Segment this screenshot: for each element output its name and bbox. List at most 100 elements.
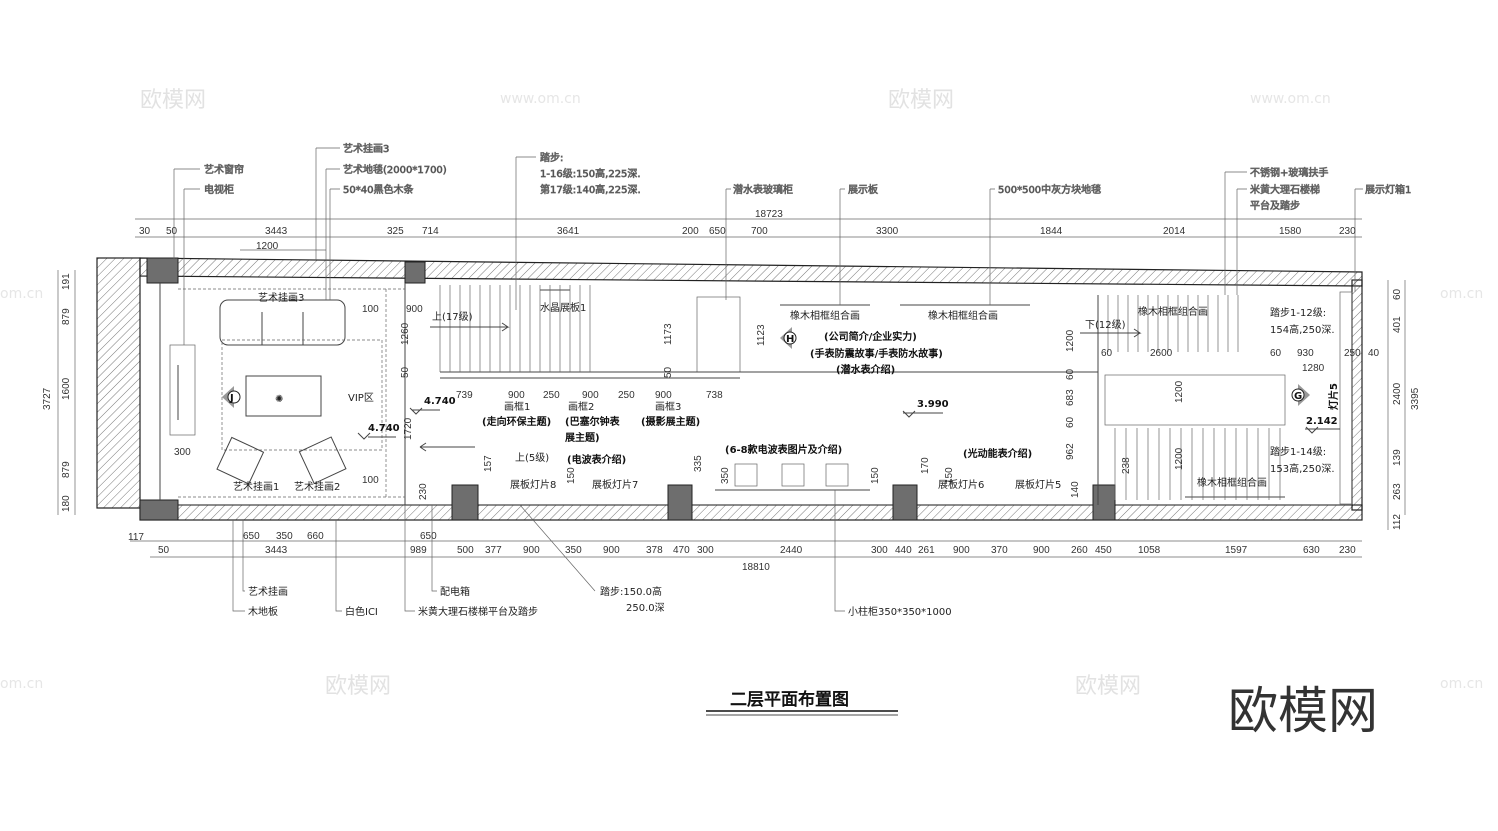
dim-label: 900: [603, 545, 620, 556]
marker-j: J: [229, 393, 234, 404]
annotation: 踏步:150.0高: [600, 585, 662, 598]
light-box: [1339, 291, 1353, 505]
dim-label: 714: [422, 226, 439, 237]
dim-label: 660: [307, 531, 324, 542]
elevation-label: 4.740: [368, 423, 400, 434]
dim-label: 60: [1101, 348, 1113, 359]
dim-label: 260: [1071, 545, 1088, 556]
elevation-label: 3.990: [917, 399, 949, 410]
annotations-bottom: 艺术挂画 木地板 白色ICI 配电箱 米黄大理石楼梯平台及踏步 踏步:150.0…: [232, 490, 952, 618]
armchair: [298, 436, 347, 485]
dim-label: 1058: [1138, 545, 1161, 556]
dim-label: 50: [166, 226, 178, 237]
dim-label: 230: [418, 483, 429, 500]
dim-label: 1200: [1174, 447, 1185, 470]
annotation: 小柱柜350*350*1000: [848, 605, 952, 618]
dim-label: 139: [1392, 449, 1403, 466]
room-label: 灯片5: [1327, 383, 1340, 410]
watermarks: 欧模网 www.om.cn 欧模网 www.om.cn om.cn om.cn …: [0, 88, 1483, 740]
marker-h: H: [786, 334, 794, 345]
top-wall: [139, 257, 1363, 287]
dim-label: 1280: [1302, 363, 1325, 374]
bottom-wall: [139, 504, 1363, 521]
dim-label: 335: [693, 455, 704, 472]
dim-label: 3300: [876, 226, 899, 237]
dim-label: 350: [720, 467, 731, 484]
dim-label: 450: [1095, 545, 1112, 556]
annotation: 米黄大理石楼梯平台及踏步: [418, 605, 538, 618]
dim-label: 650: [709, 226, 726, 237]
room-label: 画框3: [655, 400, 681, 413]
stair-up-label: 上(5级): [515, 452, 549, 464]
dim-total-bottom: 18810: [742, 562, 770, 573]
dim-label: 350: [276, 531, 293, 542]
elevation-label: 4.740: [424, 396, 456, 407]
art-carpet: [221, 339, 383, 451]
dim-label: 2600: [1150, 348, 1173, 359]
dim-label: 440: [895, 545, 912, 556]
dim-label: 40: [1368, 348, 1380, 359]
room-label: 画框1: [504, 400, 530, 413]
level-marks: 4.740 4.740 3.990 2.142: [357, 396, 1340, 440]
annotation: 木地板: [248, 605, 278, 618]
dim-label: 60: [1270, 348, 1282, 359]
watermark-site: om.cn: [1440, 286, 1483, 302]
annotation: 米黄大理石楼梯: [1250, 183, 1320, 196]
dim-label: 630: [1303, 545, 1320, 556]
watermark-site: om.cn: [1440, 676, 1483, 692]
dim-label: 1200: [1065, 329, 1076, 352]
dim-label: 150: [566, 467, 577, 484]
watermark-logo: 欧模网: [140, 88, 206, 113]
room-label: (巴塞尔钟表: [565, 415, 621, 428]
room-label: 艺术挂画3: [258, 291, 304, 304]
dim-label: 191: [61, 273, 72, 290]
dim-label: 900: [406, 304, 423, 315]
annotation: 250.0深: [626, 602, 665, 614]
room-label: (走向环保主题): [482, 415, 551, 428]
left-wall: [96, 257, 141, 509]
dim-label: 117: [128, 532, 144, 543]
dim-label: 650: [420, 531, 437, 542]
elevation-markers: J H G: [222, 327, 1310, 408]
dim-label: 1597: [1225, 545, 1248, 556]
dim-label: 900: [953, 545, 970, 556]
display-cabinet: [781, 463, 805, 487]
dim-label: 100: [362, 475, 379, 486]
dim-label: 250: [543, 390, 560, 401]
dim-label: 1260: [400, 322, 411, 345]
room-label: 踏步1-14级:: [1270, 445, 1326, 458]
dim-label: 200: [682, 226, 699, 237]
dim-label: 900: [582, 390, 599, 401]
dim-label: 50: [663, 366, 674, 378]
room-label: 154高,250深.: [1270, 323, 1335, 336]
dim-label: 180: [61, 495, 72, 512]
room-label: 展板灯片6: [938, 478, 984, 491]
dim-label: 989: [410, 545, 427, 556]
marker-g: G: [1294, 391, 1302, 402]
dim-label: 1200: [1174, 380, 1185, 403]
room-label: (公司简介/企业实力): [824, 330, 917, 343]
right-wall: [1351, 279, 1363, 511]
dim-label: 30: [139, 226, 151, 237]
annotation: 配电箱: [440, 585, 470, 598]
dim-label: 650: [243, 531, 260, 542]
dim-label: 1200: [256, 241, 279, 252]
watermark-site: www.om.cn: [500, 91, 581, 107]
dim-label: 325: [387, 226, 404, 237]
annotation: 电视柜: [204, 183, 234, 196]
walls: [96, 257, 1363, 521]
room-label: 展主题): [565, 431, 600, 444]
annotation: 展示灯箱1: [1365, 183, 1411, 196]
dim-label: 962: [1065, 443, 1076, 460]
dim-label: 50: [158, 545, 170, 556]
tv-cabinet: [169, 344, 196, 436]
room-label-vip: VIP区: [348, 392, 374, 404]
dim-total-left: 3727: [42, 387, 53, 410]
dim-label: 157: [483, 455, 494, 472]
watermark-site: om.cn: [0, 676, 43, 692]
annotation: 平台及踏步: [1250, 199, 1300, 212]
annotation: 艺术挂画: [248, 585, 288, 598]
annotations-top: 艺术窗帘 电视柜 艺术挂画3 艺术地毯(2000*1700) 50*40黑色木条…: [173, 142, 1412, 345]
dim-label: 470: [673, 545, 690, 556]
